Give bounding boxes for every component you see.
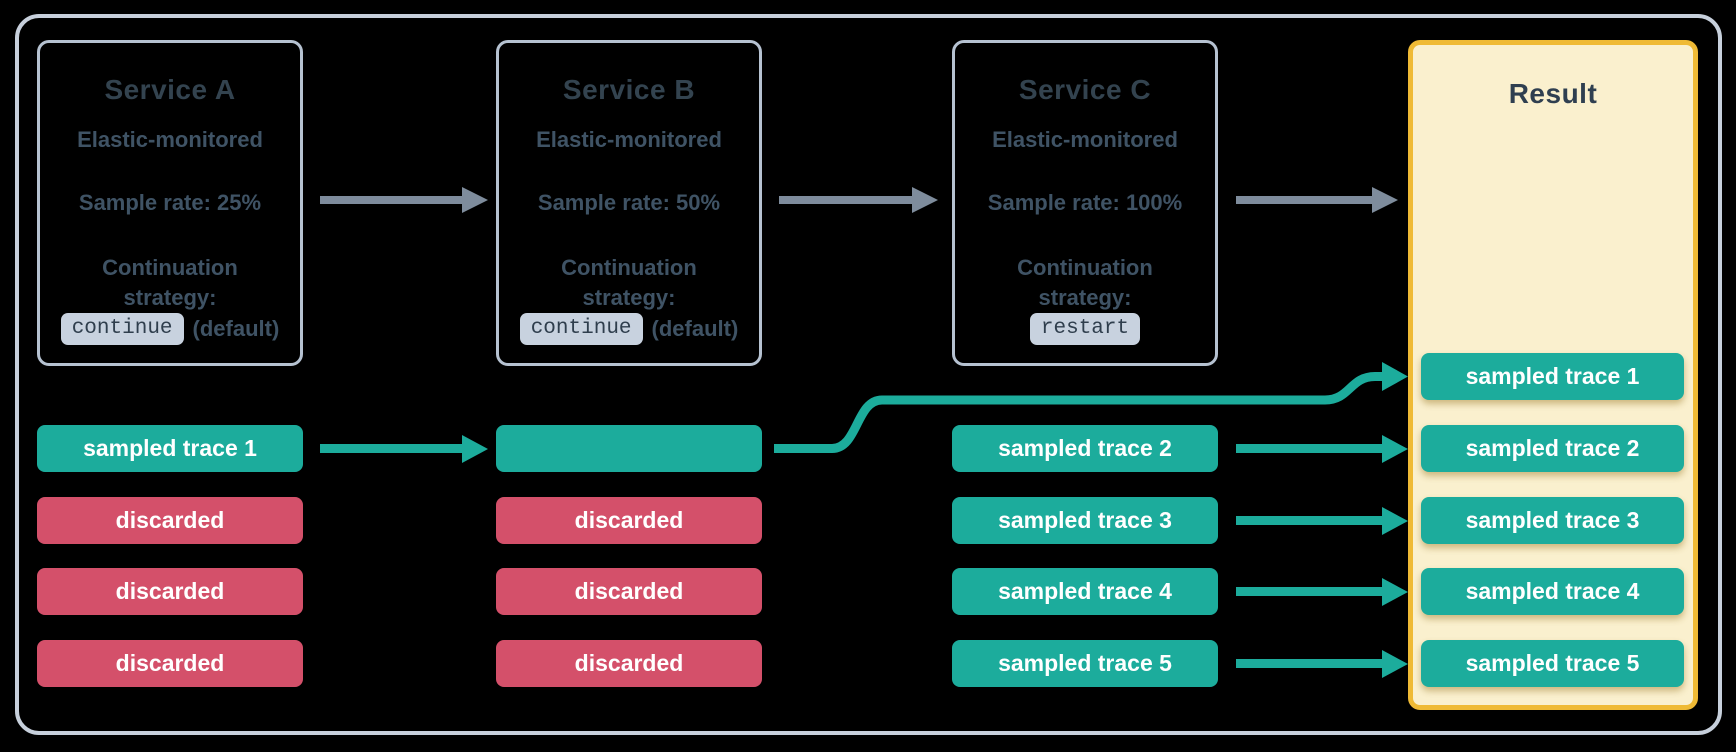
strategy-line2: strategy: xyxy=(582,285,676,310)
trace-bar xyxy=(496,425,762,472)
arrow-shaft xyxy=(1236,659,1382,668)
arrow-shaft xyxy=(320,444,462,453)
service-b-box: Service B Elastic-monitored Sample rate:… xyxy=(496,40,762,366)
arrow-head xyxy=(1382,649,1408,678)
result-trace-bar: sampled trace 3 xyxy=(1421,497,1684,544)
result-title: Result xyxy=(1508,78,1598,109)
strategy-default-note: (default) xyxy=(192,316,280,341)
result-trace-bar: sampled trace 4 xyxy=(1421,568,1684,615)
service-a-title: Service A xyxy=(104,74,236,105)
service-a-strategy-row: continue (default) xyxy=(40,313,300,345)
service-a-sample-rate: Sample rate: 25% xyxy=(78,190,262,215)
arrow-head xyxy=(1382,577,1408,606)
arrow-head xyxy=(1382,434,1408,463)
trace-bar: discarded xyxy=(37,640,303,687)
arrow-head xyxy=(1382,506,1408,535)
trace-bar: sampled trace 4 xyxy=(952,568,1218,615)
service-c-strategy-label: Continuation strategy: xyxy=(955,253,1215,313)
arrow-shaft xyxy=(320,196,462,204)
trace-bar: discarded xyxy=(496,568,762,615)
arrow-head xyxy=(462,187,488,213)
service-b-strategy-row: continue (default) xyxy=(499,313,759,345)
trace-bar: discarded xyxy=(496,640,762,687)
service-b-sample-rate: Sample rate: 50% xyxy=(537,190,721,215)
service-c-sample-rate: Sample rate: 100% xyxy=(987,190,1183,215)
service-a-box: Service A Elastic-monitored Sample rate:… xyxy=(37,40,303,366)
trace-bar: sampled trace 5 xyxy=(952,640,1218,687)
result-trace-bar: sampled trace 1 xyxy=(1421,353,1684,400)
arrow-shaft xyxy=(1236,444,1382,453)
arrow-head xyxy=(912,187,938,213)
strategy-line1: Continuation xyxy=(102,255,238,280)
service-b-strategy-label: Continuation strategy: xyxy=(499,253,759,313)
service-c-strategy-row: restart xyxy=(955,313,1215,345)
service-c-box: Service C Elastic-monitored Sample rate:… xyxy=(952,40,1218,366)
arrow-shaft xyxy=(779,196,912,204)
service-a-monitoring: Elastic-monitored xyxy=(77,127,263,152)
service-a-strategy-label: Continuation strategy: xyxy=(40,253,300,313)
strategy-line1: Continuation xyxy=(561,255,697,280)
service-c-monitoring: Elastic-monitored xyxy=(992,127,1178,152)
strategy-value-chip: restart xyxy=(1029,313,1141,345)
arrow-shaft xyxy=(1236,516,1382,525)
service-c-title: Service C xyxy=(1018,74,1152,105)
strategy-value-chip: continue xyxy=(519,313,643,345)
trace-bar: discarded xyxy=(37,497,303,544)
strategy-value-chip: continue xyxy=(60,313,184,345)
strategy-line2: strategy: xyxy=(123,285,217,310)
arrow-shaft xyxy=(1236,587,1382,596)
result-trace-bar: sampled trace 2 xyxy=(1421,425,1684,472)
service-b-title: Service B xyxy=(562,74,696,105)
arrow-head xyxy=(1372,187,1398,213)
strategy-line2: strategy: xyxy=(1038,285,1132,310)
continuation-curve-arrow-icon xyxy=(774,362,1408,453)
service-b-monitoring: Elastic-monitored xyxy=(536,127,722,152)
diagram-frame xyxy=(15,14,1722,735)
strategy-line1: Continuation xyxy=(1017,255,1153,280)
trace-bar: sampled trace 2 xyxy=(952,425,1218,472)
arrow-shaft xyxy=(1236,196,1372,204)
trace-bar: sampled trace 3 xyxy=(952,497,1218,544)
strategy-default-note: (default) xyxy=(651,316,739,341)
trace-bar: discarded xyxy=(37,568,303,615)
result-trace-bar: sampled trace 5 xyxy=(1421,640,1684,687)
trace-bar: sampled trace 1 xyxy=(37,425,303,472)
trace-bar: discarded xyxy=(496,497,762,544)
arrow-head xyxy=(462,434,488,463)
